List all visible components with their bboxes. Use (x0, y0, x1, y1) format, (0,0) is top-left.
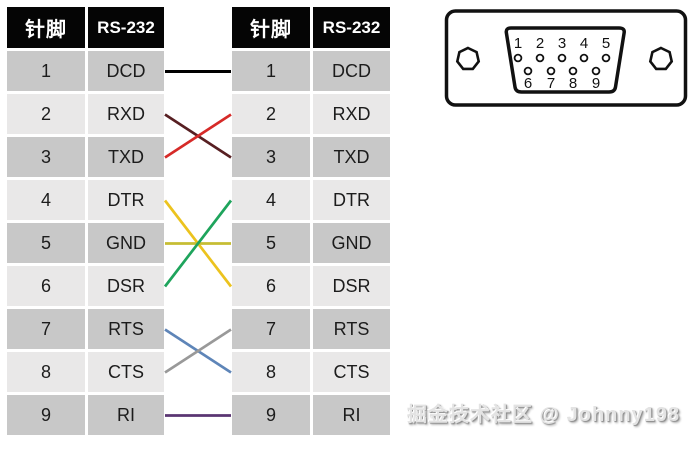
signal-name-cell: DCD (88, 51, 164, 91)
db9-pin-number: 3 (558, 35, 566, 52)
signal-name-cell: DSR (88, 266, 164, 306)
pin-number-cell: 7 (7, 309, 85, 349)
left-header-pin: 针脚 (7, 7, 85, 48)
pin-number-cell: 4 (232, 180, 310, 220)
db9-pin-hole (579, 53, 589, 63)
signal-name-cell: GND (313, 223, 390, 263)
db9-pin-hole (568, 66, 578, 76)
pin-number-cell: 4 (7, 180, 85, 220)
wire-2-to-3 (164, 113, 232, 159)
pin-number-cell: 7 (232, 309, 310, 349)
signal-name-cell: RXD (313, 94, 390, 134)
pin-number-cell: 3 (7, 137, 85, 177)
db9-pin-hole (523, 66, 533, 76)
signal-name-cell: DTR (88, 180, 164, 220)
pin-number-cell: 8 (232, 352, 310, 392)
db9-pin-hole (601, 53, 611, 63)
db9-pin-number: 8 (569, 75, 577, 92)
pin-number-cell: 8 (7, 352, 85, 392)
wire-6-to-4 (163, 199, 233, 288)
right-header-pin: 针脚 (232, 7, 310, 48)
wire-7-to-8 (164, 328, 232, 374)
db9-pin-hole (513, 53, 523, 63)
signal-name-cell: RI (313, 395, 390, 435)
pin-number-cell: 3 (232, 137, 310, 177)
db9-pin-hole (546, 66, 556, 76)
signal-name-cell: GND (88, 223, 164, 263)
right-header-rs232: RS-232 (313, 7, 390, 48)
watermark-text: 掘金技术社区 @ Johnny198 (407, 404, 681, 426)
pin-number-cell: 1 (7, 51, 85, 91)
db9-pin-number: 2 (536, 35, 544, 52)
pin-number-cell: 1 (232, 51, 310, 91)
db9-pin-number: 6 (524, 75, 532, 92)
left-header-rs232: RS-232 (88, 7, 164, 48)
pin-number-cell: 9 (7, 395, 85, 435)
db9-pin-hole (557, 53, 567, 63)
pin-number-cell: 2 (232, 94, 310, 134)
pin-number-cell: 6 (7, 266, 85, 306)
signal-name-cell: RTS (88, 309, 164, 349)
signal-name-cell: DCD (313, 51, 390, 91)
signal-name-cell: TXD (313, 137, 390, 177)
db9-pin-number: 5 (602, 35, 610, 52)
pin-number-cell: 9 (232, 395, 310, 435)
pin-number-cell: 6 (232, 266, 310, 306)
db9-pin-number: 1 (514, 35, 522, 52)
pin-number-cell: 2 (7, 94, 85, 134)
db9-pin-hole (591, 66, 601, 76)
right-screw-hole (648, 46, 674, 71)
signal-name-cell: DTR (313, 180, 390, 220)
signal-name-cell: DSR (313, 266, 390, 306)
db9-pin-number: 9 (592, 75, 600, 92)
pin-number-cell: 5 (7, 223, 85, 263)
db9-pin-number: 4 (580, 35, 588, 52)
wire-8-to-7 (164, 328, 232, 374)
pin-number-cell: 5 (232, 223, 310, 263)
wire-4-to-6 (163, 199, 233, 288)
db9-pin-number: 7 (547, 75, 555, 92)
left-screw-hole (455, 46, 481, 71)
signal-name-cell: TXD (88, 137, 164, 177)
signal-name-cell: CTS (313, 352, 390, 392)
db9-pin-hole (535, 53, 545, 63)
wire-3-to-2 (164, 113, 232, 159)
signal-name-cell: CTS (88, 352, 164, 392)
signal-name-cell: RXD (88, 94, 164, 134)
signal-name-cell: RTS (313, 309, 390, 349)
signal-name-cell: RI (88, 395, 164, 435)
